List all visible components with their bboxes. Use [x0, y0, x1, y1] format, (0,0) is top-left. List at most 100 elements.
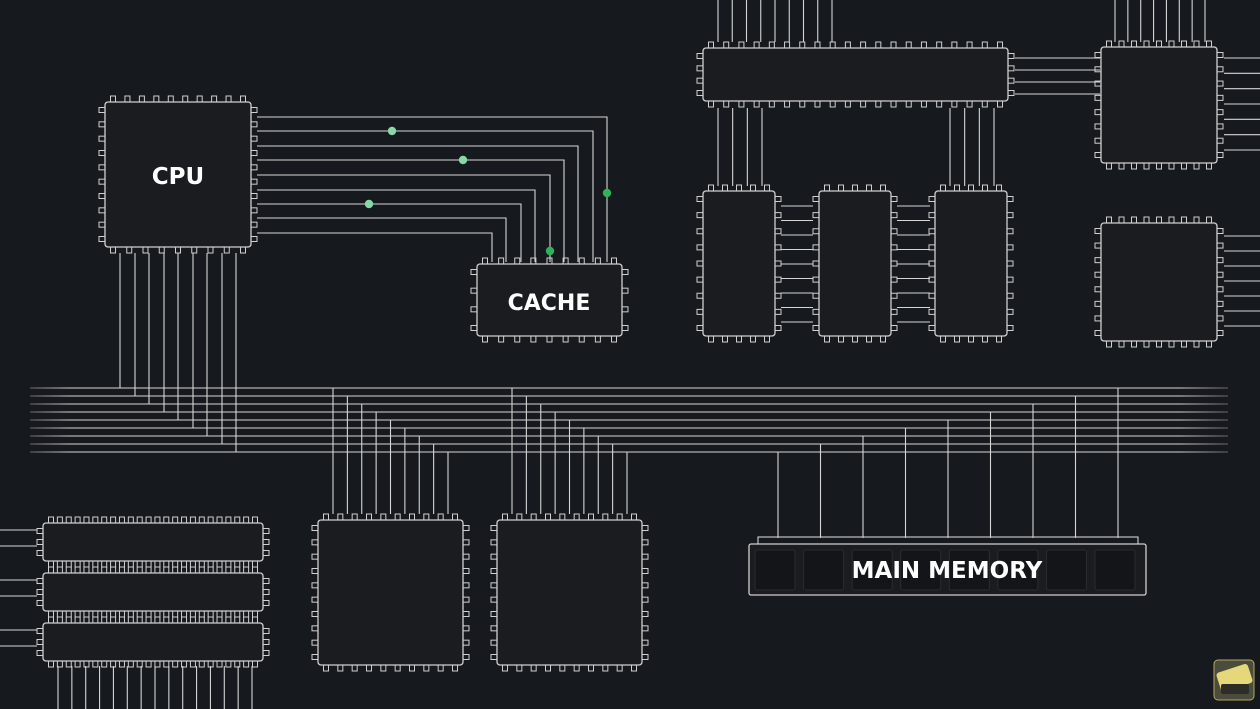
chip-pin	[110, 560, 117, 568]
stacked-chip-3	[36, 616, 270, 668]
chip-pin	[234, 610, 241, 618]
chip-pin	[928, 196, 936, 202]
chip-pin	[890, 41, 897, 49]
chip-pin	[154, 660, 161, 668]
chip-pin	[250, 207, 258, 214]
signal-dots	[364, 126, 612, 256]
chip-pin	[136, 560, 143, 568]
chip-pin	[110, 516, 117, 524]
chip-pin	[181, 566, 188, 574]
chip-pin	[182, 95, 189, 103]
chip-pin	[181, 560, 188, 568]
chip-pin	[234, 660, 241, 668]
chip-pin	[616, 664, 623, 672]
chip-pin	[145, 516, 152, 524]
chip-pin	[243, 516, 250, 524]
chip-pin	[250, 121, 258, 128]
chip-pin	[311, 525, 319, 531]
chip-pin	[240, 246, 246, 254]
chip-pin	[860, 100, 867, 108]
chip-pin	[98, 178, 106, 185]
chip-pin	[83, 610, 90, 618]
chip-pin	[175, 246, 181, 254]
chip-pin	[1094, 109, 1102, 116]
chip-pin	[452, 513, 458, 521]
chip-pin	[696, 276, 704, 283]
chip-pin	[462, 582, 470, 589]
vertical-chip-1	[696, 184, 782, 343]
chip-pin	[996, 335, 1002, 343]
chip-pin	[764, 335, 770, 343]
chip-pin	[262, 550, 270, 556]
chip-pin	[829, 100, 836, 108]
chip-pin	[1216, 152, 1224, 158]
chip-pin	[616, 513, 623, 521]
chip-pin	[1007, 77, 1015, 84]
chip-pin	[641, 582, 649, 589]
chip-pin	[262, 539, 270, 545]
chip-pin	[905, 100, 912, 108]
chip-pin	[1216, 315, 1224, 322]
chip-pin	[198, 610, 205, 618]
chip-pin	[250, 135, 258, 142]
chip-pin	[490, 582, 498, 589]
square-chip-top	[1094, 40, 1224, 170]
stacked-chip-1	[36, 516, 270, 568]
chip-pin	[696, 65, 704, 72]
chip-pin	[83, 566, 90, 574]
chip-pin	[799, 41, 806, 49]
chip-pin	[74, 516, 81, 524]
chip-pin	[784, 100, 791, 108]
chip-pin	[243, 566, 250, 574]
chip-pin	[337, 664, 344, 672]
chip-pin	[145, 566, 152, 574]
chip-pin	[225, 95, 232, 103]
chip-pin	[774, 244, 782, 251]
chip-pin	[516, 664, 523, 672]
chip-pin	[799, 100, 806, 108]
chip-pin	[462, 568, 470, 574]
corner-logo-icon	[1213, 659, 1255, 701]
chip-pin	[981, 100, 988, 108]
signal-dot	[364, 199, 374, 209]
chip-pin	[98, 121, 106, 128]
chip-pin	[207, 560, 214, 568]
chip-pin	[172, 560, 179, 568]
chip-pin	[223, 246, 230, 254]
chip-pin	[138, 95, 145, 103]
chip-pin	[250, 221, 258, 228]
chip-pin	[866, 184, 872, 192]
chip-pin	[621, 269, 629, 275]
chip-pin	[189, 566, 196, 574]
chip-pin	[154, 616, 161, 624]
chip-pin	[172, 516, 179, 524]
chip-pin	[1006, 228, 1014, 235]
chip-pin	[127, 516, 134, 524]
chip-pin	[1193, 216, 1200, 224]
chip-pin	[1106, 40, 1112, 48]
chip-pin	[262, 628, 270, 634]
chip-pin	[56, 566, 63, 574]
chip-pin	[641, 568, 649, 574]
chip-pin	[928, 228, 936, 235]
chip-pin	[966, 41, 973, 49]
chip-pin	[470, 287, 478, 294]
chip-pin	[951, 41, 958, 49]
chip-pin	[163, 616, 170, 624]
chip-pin	[611, 257, 617, 265]
chip-pin	[1094, 330, 1102, 336]
chip-pin	[696, 244, 704, 251]
chip-pin	[1006, 276, 1014, 283]
chip-pin	[118, 660, 125, 668]
chip-pin	[723, 41, 730, 49]
chip-pin	[641, 625, 649, 632]
chip-pin	[559, 513, 566, 521]
chip-pin	[696, 260, 704, 267]
chip-pin	[928, 292, 936, 299]
chip-pin	[83, 616, 90, 624]
chip-pin	[65, 610, 72, 618]
chip-pin	[181, 610, 188, 618]
chip-body	[702, 47, 1009, 102]
chip-pin	[118, 560, 125, 568]
chip-pin	[490, 611, 498, 617]
